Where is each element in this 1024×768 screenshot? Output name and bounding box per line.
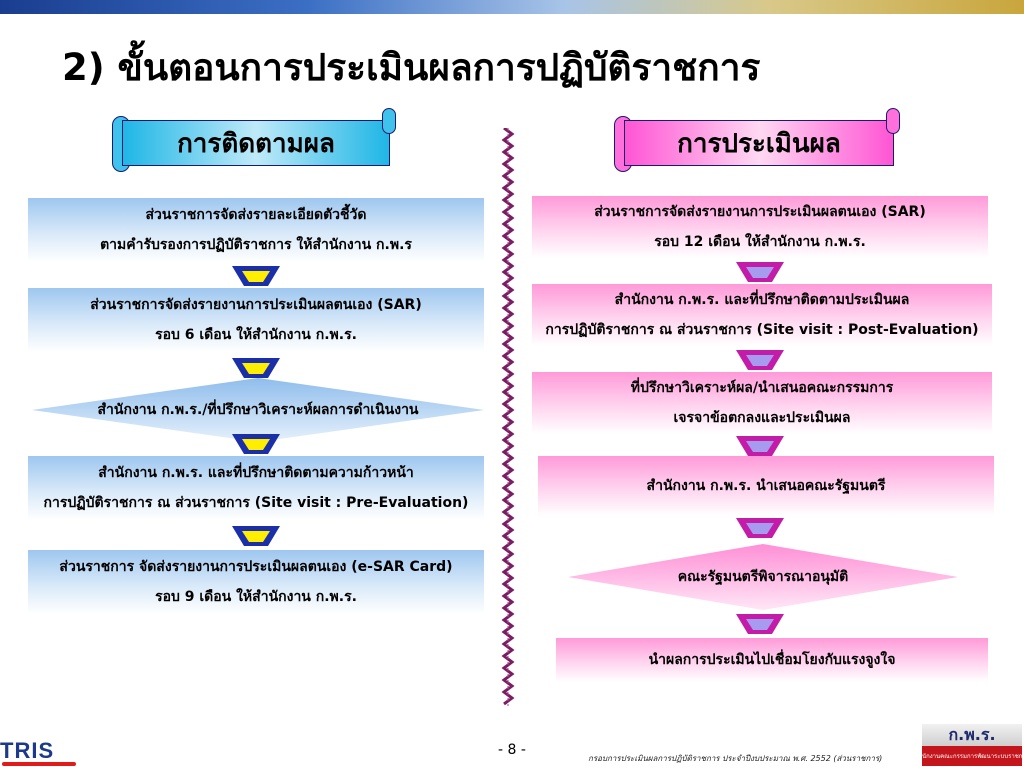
- right-header-banner: การประเมินผล: [614, 108, 900, 172]
- left-header-label: การติดตามผล: [122, 120, 390, 166]
- arrow-down-icon: [736, 436, 784, 456]
- right-step-6: นำผลการประเมินไปเชื่อมโยงกับแรงจูงใจ: [556, 638, 988, 682]
- arrow-down-icon: [736, 262, 784, 282]
- tris-logo: TRIS: [0, 738, 80, 766]
- arrow-down-icon: [232, 526, 280, 546]
- arrow-down-icon: [232, 358, 280, 378]
- left-header-banner: การติดตามผล: [112, 108, 396, 172]
- left-step-2: ส่วนราชการจัดส่งรายงานการประเมินผลตนเอง …: [28, 288, 484, 352]
- footer-note: กรอบการประเมินผลการปฏิบัติราชการ ประจำปี…: [588, 754, 883, 763]
- right-step-4: สำนักงาน ก.พ.ร. นำเสนอคณะรัฐมนตรี: [538, 456, 994, 516]
- page-number: - 8 -: [498, 742, 526, 758]
- arrow-down-icon: [232, 266, 280, 286]
- left-step-3-decision: สำนักงาน ก.พ.ร./ที่ปรึกษาวิเคราะห์ผลการด…: [32, 378, 484, 442]
- column-divider: [501, 128, 515, 706]
- page-title: 2) ขั้นตอนการประเมินผลการปฏิบัติราชการ: [62, 46, 761, 89]
- right-step-1: ส่วนราชการจัดส่งรายงานการประเมินผลตนเอง …: [532, 196, 988, 258]
- right-step-3: ที่ปรึกษาวิเคราะห์ผล/นำเสนอคณะกรรมการ เจ…: [532, 372, 992, 434]
- arrow-down-icon: [736, 518, 784, 538]
- left-step-5: ส่วนราชการ จัดส่งรายงานการประเมินผลตนเอง…: [28, 550, 484, 614]
- arrow-down-icon: [736, 614, 784, 634]
- arrow-down-icon: [736, 350, 784, 370]
- left-step-4: สำนักงาน ก.พ.ร. และที่ปรึกษาติดตามความก้…: [28, 456, 484, 520]
- right-step-5-decision: คณะรัฐมนตรีพิจารณาอนุมัติ: [568, 544, 958, 610]
- top-decor-stripe: [0, 0, 1024, 14]
- ocsc-logo: ก.พ.ร. สำนักงานคณะกรรมการพัฒนาระบบราชการ: [915, 724, 1024, 766]
- right-header-label: การประเมินผล: [624, 120, 894, 166]
- right-step-2: สำนักงาน ก.พ.ร. และที่ปรึกษาติดตามประเมิ…: [532, 284, 992, 346]
- left-step-1: ส่วนราชการจัดส่งรายละเอียดตัวชี้วัด ตามค…: [28, 198, 484, 262]
- arrow-down-icon: [232, 434, 280, 454]
